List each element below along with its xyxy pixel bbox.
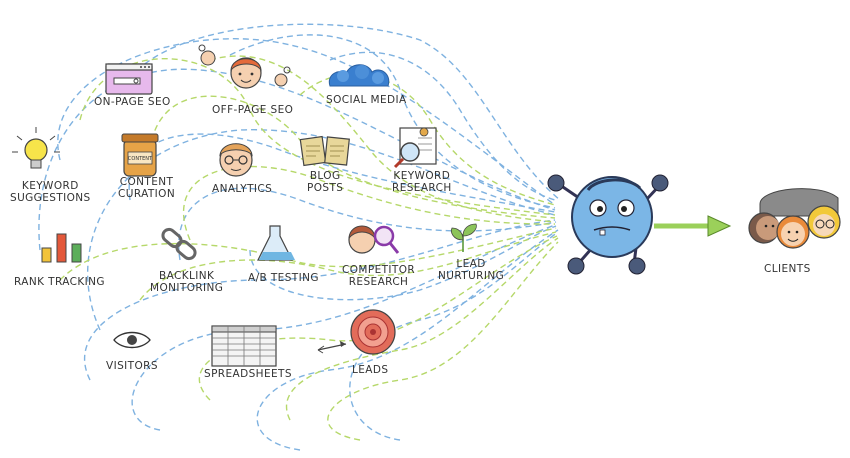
- node-competitor-research-line1: COMPETITOR: [342, 264, 416, 276]
- node-leads: LEADS: [352, 364, 389, 376]
- node-backlink-monitoring-line1: BACKLINK: [159, 270, 215, 282]
- social-clouds-icon: [328, 64, 390, 87]
- people-network-icon: [198, 44, 291, 89]
- node-visitors: VISITORS: [106, 360, 158, 372]
- keyword-research-icon: [393, 127, 437, 169]
- node-onpage-seo: ON-PAGE SEO: [94, 96, 171, 108]
- node-rank-tracking: RANK TRACKING: [14, 276, 105, 288]
- node-blog-posts: BLOG POSTS: [307, 170, 343, 194]
- flask-icon: [257, 225, 295, 261]
- eye-icon: [113, 331, 151, 349]
- node-content-curation-line2: CURATION: [118, 188, 176, 200]
- content-jar-label: CONTENT: [128, 156, 153, 162]
- node-keyword-suggestions-line2: SUGGESTIONS: [10, 192, 91, 204]
- node-content-curation: CONTENT CURATION: [118, 176, 175, 200]
- monster-hub-icon: [547, 174, 669, 275]
- content-jar-icon: CONTENT: [121, 133, 159, 177]
- node-lead-nurturing-line1: LEAD: [456, 258, 486, 270]
- node-competitor-research: COMPETITOR RESEARCH: [342, 264, 415, 288]
- node-blog-posts-line1: BLOG: [309, 170, 341, 182]
- node-lead-nurturing-line2: NURTURING: [438, 270, 505, 282]
- node-clients: CLIENTS: [764, 263, 811, 275]
- bar-chart-icon: [41, 233, 82, 263]
- node-spreadsheets: SPREADSHEETS: [204, 368, 292, 380]
- node-keyword-research-line1: KEYWORD: [393, 170, 451, 182]
- node-social-media: SOCIAL MEDIA: [326, 94, 407, 106]
- node-keyword-suggestions-line1: KEYWORD: [21, 180, 79, 192]
- browser-window-icon: [105, 63, 153, 95]
- green-arrow-icon: [654, 215, 732, 237]
- target-icon: [317, 309, 396, 355]
- clients-group-icon: [748, 188, 841, 249]
- node-keyword-research: KEYWORD RESEARCH: [392, 170, 452, 194]
- spreadsheet-icon: [211, 325, 277, 367]
- node-keyword-suggestions: KEYWORD SUGGESTIONS: [10, 180, 91, 204]
- chain-link-icon: [161, 227, 197, 261]
- node-backlink-monitoring-line2: MONITORING: [150, 282, 224, 294]
- node-analytics: ANALYTICS: [212, 183, 273, 195]
- node-ab-testing: A/B TESTING: [248, 272, 319, 284]
- node-offpage-seo: OFF-PAGE SEO: [212, 104, 294, 116]
- lightbulb-icon: [12, 127, 60, 169]
- node-lead-nurturing: LEAD NURTURING: [438, 258, 504, 282]
- competitor-avatar-icon: [348, 225, 400, 254]
- blog-documents-icon: [299, 135, 350, 167]
- node-content-curation-line1: CONTENT: [119, 176, 174, 188]
- analyst-avatar-icon: [219, 143, 253, 177]
- plant-icon: [451, 223, 477, 252]
- node-backlink-monitoring: BACKLINK MONITORING: [150, 270, 223, 294]
- node-blog-posts-line2: POSTS: [307, 182, 344, 194]
- node-keyword-research-line2: RESEARCH: [392, 182, 452, 194]
- node-competitor-research-line2: RESEARCH: [348, 276, 409, 288]
